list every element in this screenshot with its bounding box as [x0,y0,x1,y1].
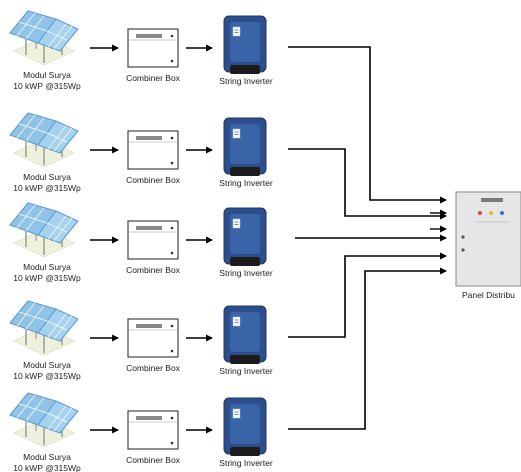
inverter-label: String Inverter [219,366,273,376]
combiner-label: Combiner Box [126,265,181,275]
string-inverter-icon [223,305,267,365]
solar-module-icon [9,392,79,448]
solar-module-icon [9,300,79,356]
string-inverter-icon [223,117,267,177]
module-label: Modul Surya [23,452,71,462]
string-inverter-icon [223,397,267,457]
panel-label: Panel Distribu [462,290,515,300]
solar-module-icon [9,10,79,66]
module-label: Modul Surya [23,262,71,272]
module-capacity-label: 10 kWP @315Wp [13,81,81,91]
solar-module-icon [9,112,79,168]
connector-to-panel [288,252,447,338]
connector-to-panel [288,148,447,220]
inverter-label: String Inverter [219,458,273,468]
combiner-box-icon [127,220,179,260]
combiner-box-icon [127,318,179,358]
inverter-label: String Inverter [219,76,273,86]
inverter-label: String Inverter [219,268,273,278]
combiner-label: Combiner Box [126,363,181,373]
solar-module-icon [9,202,79,258]
connector-to-panel [288,267,447,430]
combiner-label: Combiner Box [126,455,181,465]
combiner-box-icon [127,28,179,68]
module-capacity-label: 10 kWP @315Wp [13,183,81,193]
inverter-label: String Inverter [219,178,273,188]
string-inverter-icon [223,15,267,75]
combiner-box-icon [127,130,179,170]
module-capacity-label: 10 kWP @315Wp [13,371,81,381]
combiner-label: Combiner Box [126,175,181,185]
module-label: Modul Surya [23,70,71,80]
module-label: Modul Surya [23,172,71,182]
combiner-label: Combiner Box [126,73,181,83]
module-capacity-label: 10 kWP @315Wp [13,273,81,283]
string-inverter-icon [223,207,267,267]
module-label: Modul Surya [23,360,71,370]
connector-to-panel [288,46,447,204]
combiner-box-icon [127,410,179,450]
module-capacity-label: 10 kWP @315Wp [13,463,81,472]
distribution-panel: Panel Distribu [455,191,521,300]
